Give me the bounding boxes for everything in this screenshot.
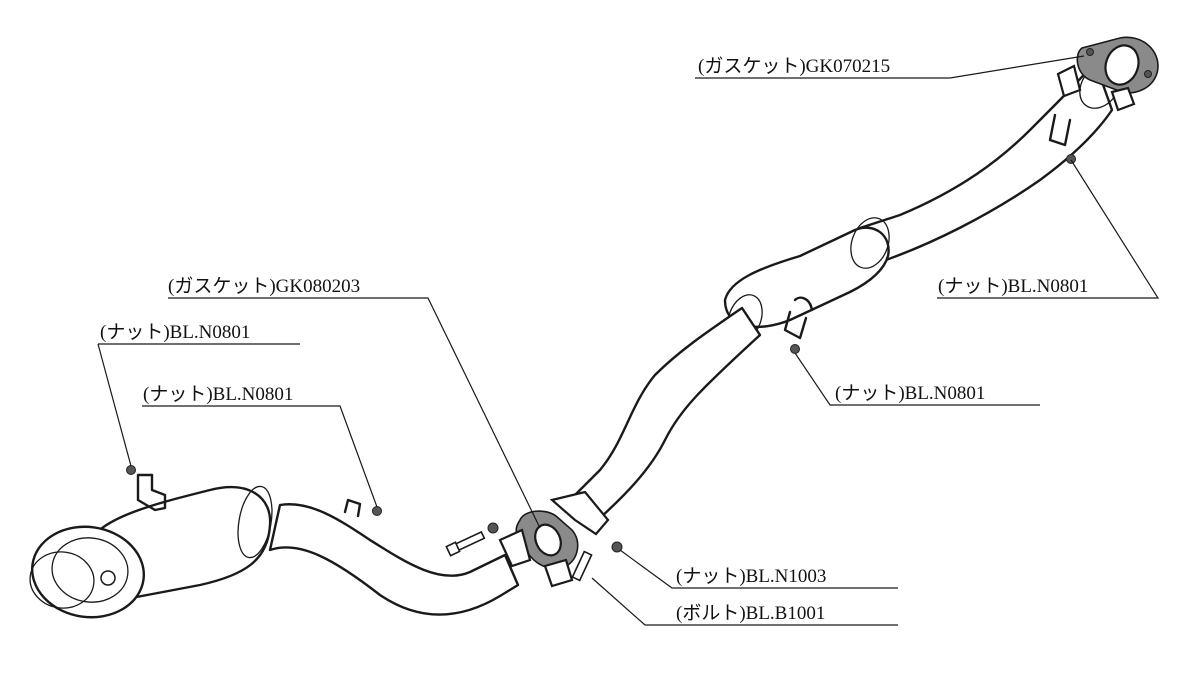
nut-left-1	[126, 465, 136, 475]
label-nut-flange: (ナット)BL.N1003	[676, 566, 826, 587]
bolt-left	[445, 530, 486, 557]
nut-flange-right	[611, 541, 623, 553]
top-flange	[1056, 36, 1159, 112]
label-nut-left-1: (ナット)BL.N0801	[100, 322, 250, 343]
label-nut-left-2: (ナット)BL.N0801	[143, 384, 293, 405]
label-nut-center: (ナット)BL.N0801	[835, 383, 985, 404]
rear-pipe	[268, 498, 520, 616]
front-pipe	[858, 60, 1121, 264]
leader-lines	[97, 55, 1160, 626]
nut-top-right	[1066, 154, 1076, 164]
label-gasket-top: (ガスケット)GK070215	[698, 55, 890, 77]
label-bolt-flange: (ボルト)BL.B1001	[676, 602, 825, 624]
label-gasket-mid: (ガスケット)GK080203	[168, 275, 360, 297]
nut-left-2	[372, 506, 382, 516]
mid-pipe	[568, 306, 762, 520]
nut-flange-left	[487, 522, 499, 534]
muffler	[29, 465, 273, 619]
emblem-icon	[100, 570, 116, 586]
center-flange	[445, 490, 623, 588]
nut-center	[790, 344, 800, 354]
label-nut-top-right: (ナット)BL.N0801	[938, 276, 1088, 297]
bolt-right	[571, 550, 593, 582]
